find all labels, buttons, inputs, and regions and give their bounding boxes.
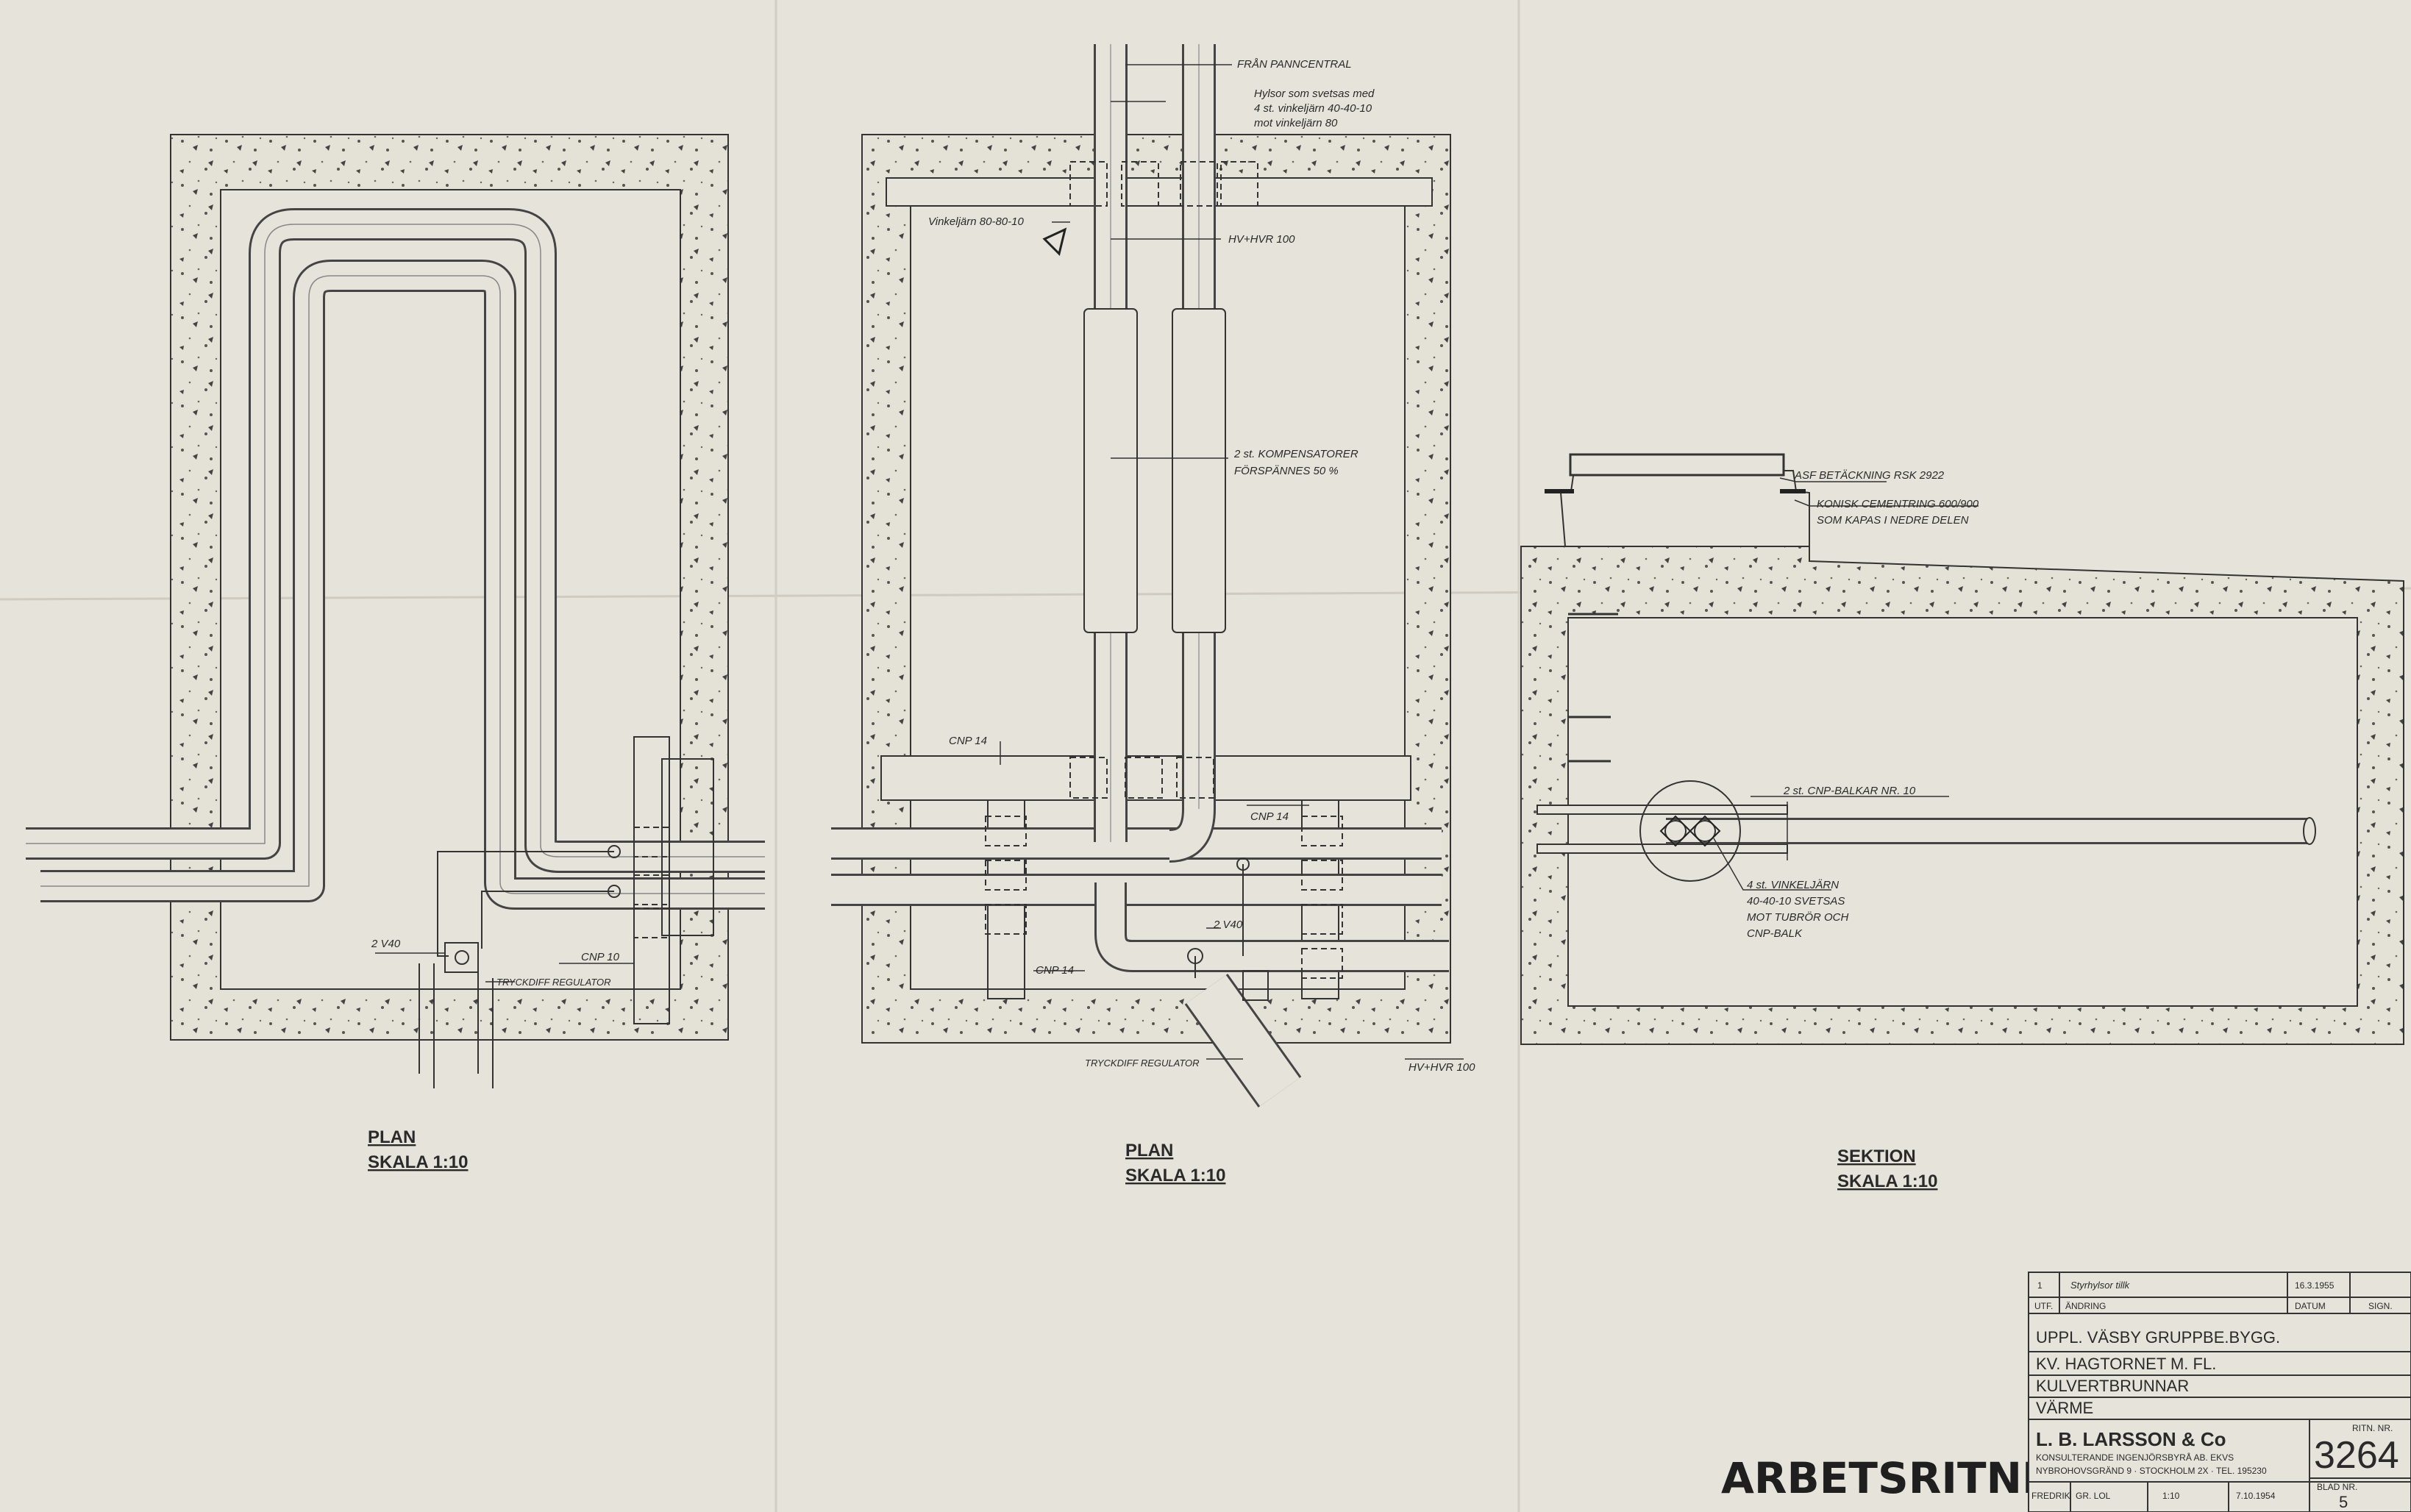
revision-column-sign: SIGN.	[2368, 1301, 2393, 1311]
compensator	[1172, 308, 1226, 633]
regulator-branch	[1184, 974, 1302, 1108]
drawing-date: 7.10.1954	[2236, 1491, 2276, 1501]
label-beams: 2 st. CNP-BALKAR NR. 10	[1783, 785, 1916, 797]
label-pipe-spec: HV+HVR 100	[1228, 233, 1295, 246]
compensator	[1083, 308, 1138, 633]
cnp-beam-band	[880, 755, 1411, 801]
revision-column-date: DATUM	[2295, 1301, 2326, 1311]
label-from-boiler: FRÅN PANNCENTRAL	[1237, 58, 1352, 71]
sheet-number: 5	[2339, 1493, 2348, 1511]
label-ring: SOM KAPAS I NEDRE DELEN	[1817, 514, 1969, 527]
label-angle-iron: 40-40-10 SVETSAS	[1747, 895, 1845, 907]
label-angle-iron: Vinkeljärn 80-80-10	[928, 215, 1024, 228]
view-title: SEKTION	[1837, 1147, 1916, 1166]
label-sleeves: Hylsor som svetsas med	[1254, 88, 1375, 100]
title-block: 1 Styrhylsor tillk 16.3.1955 UTF. ÄNDRIN…	[2028, 1272, 2411, 1512]
control-line	[1194, 864, 1244, 978]
view-scale: SKALA 1:10	[1125, 1166, 1225, 1185]
left-plan-view: 2 V40 TRYCKDIFF REGULATOR CNP 10 PLAN SK…	[26, 134, 765, 1172]
drawing-number: 3264	[2314, 1434, 2399, 1477]
revision-date: 16.3.1955	[2295, 1280, 2335, 1291]
label-angle-iron: MOT TUBRÖR OCH	[1747, 910, 1848, 924]
label-angle-iron: CNP-BALK	[1747, 927, 1803, 940]
pipe-sleeves	[985, 161, 1343, 979]
drawing-system: VÄRME	[2036, 1399, 2093, 1417]
valve-icon	[1187, 948, 1203, 964]
label-beam: CNP 10	[581, 951, 620, 963]
control-line	[437, 851, 614, 957]
label-compensators: FÖRSPÄNNES 50 %	[1234, 464, 1339, 477]
view-scale: SKALA 1:10	[368, 1152, 468, 1172]
leader-lines	[1713, 477, 1979, 891]
revision-column-change: ÄNDRING	[2065, 1301, 2106, 1311]
middle-plan-view: FRÅN PANNCENTRAL Hylsor som svetsas med …	[831, 44, 1475, 1185]
label-regulator: TRYCKDIFF REGULATOR	[496, 977, 611, 988]
label-sleeves: 4 st. vinkeljärn 40-40-10	[1254, 102, 1372, 115]
cnp-beam	[661, 758, 714, 936]
chamber-walls	[170, 134, 729, 1041]
pipe-section-icon	[1694, 820, 1716, 842]
valve-icon	[455, 950, 469, 965]
label-ring: KONISK CEMENTRING 600/900	[1817, 498, 1979, 510]
label-beam: CNP 14	[1036, 964, 1074, 977]
label-valve: 2 V40	[371, 938, 401, 950]
triangle-marker-icon	[1042, 227, 1067, 256]
block-name: KV. HAGTORNET M. FL.	[2036, 1355, 2216, 1373]
pipe-sleeves	[633, 827, 670, 938]
drawing-number-label: RITN. NR.	[2352, 1423, 2393, 1433]
pressure-regulator	[444, 942, 479, 973]
label-valve: 2 V40	[1213, 919, 1243, 931]
detail-circle	[1639, 780, 1741, 882]
label-compensators: 2 st. KOMPENSATORER	[1233, 448, 1358, 460]
company-address: NYBROHOVSGRÄND 9 · STOCKHOLM 2X · TEL. 1…	[2036, 1466, 2267, 1476]
valve-icon	[1236, 857, 1250, 871]
revision-text: Styrhylsor tillk	[2070, 1280, 2131, 1291]
label-beam: CNP 14	[949, 735, 987, 747]
label-cover: ASF BETÄCKNING RSK 2922	[1794, 469, 1945, 482]
conical-ring	[1559, 470, 1810, 547]
cnp-beam-section	[1536, 805, 1788, 854]
pipe-end	[2303, 817, 2316, 845]
leader-lines	[1000, 64, 1464, 1060]
cover	[1569, 453, 1785, 477]
sheet-number-label: BLAD NR.	[2317, 1482, 2357, 1492]
angle-iron-section	[1659, 815, 1721, 847]
label-beam: CNP 14	[1250, 810, 1289, 823]
view-scale: SKALA 1:10	[1837, 1172, 1937, 1191]
wall-anchors	[1568, 613, 1618, 763]
view-title: PLAN	[368, 1127, 416, 1147]
revision-number: 1	[2037, 1280, 2043, 1291]
drawing-subject: KULVERTBRUNNAR	[2036, 1377, 2189, 1395]
revision-column-utf: UTF.	[2034, 1301, 2053, 1311]
label-sleeves: mot vinkeljärn 80	[1254, 117, 1338, 129]
pipe-section-icon	[1664, 820, 1687, 842]
checked-by: GR. LOL	[2076, 1491, 2111, 1501]
section-view: ASF BETÄCKNING RSK 2922 KONISK CEMENTRIN…	[1520, 453, 2404, 1191]
drawing-scale: 1:10	[2162, 1491, 2180, 1501]
pressure-regulator	[1242, 970, 1269, 1001]
label-angle-iron: 4 st. VINKELJÄRN	[1747, 879, 1839, 891]
project-name: UPPL. VÄSBY GRUPPBE.BYGG.	[2036, 1328, 2280, 1347]
view-title: PLAN	[1125, 1141, 1173, 1160]
company-name: L. B. LARSSON & Co	[2036, 1428, 2226, 1450]
company-line: KONSULTERANDE INGENJÖRSBYRÅ AB. EKVS	[2036, 1452, 2234, 1463]
regulator-pipe	[419, 963, 494, 1088]
label-pipe-spec: HV+HVR 100	[1409, 1061, 1475, 1074]
drawn-by: FREDRIK	[2031, 1491, 2070, 1501]
label-regulator: TRYCKDIFF REGULATOR	[1085, 1058, 1200, 1069]
